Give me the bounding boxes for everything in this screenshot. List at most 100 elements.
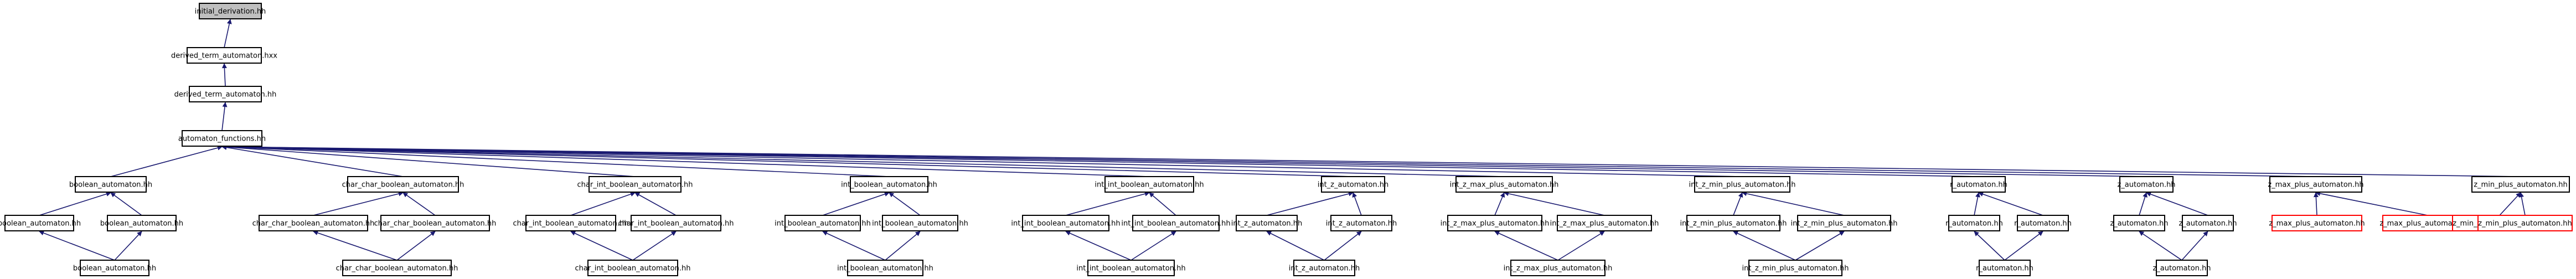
edge-ccb1-to-af	[221, 144, 404, 177]
node-z2[interactable]: z_automaton.hh	[2110, 215, 2169, 231]
edge-zmn3-to-zmn1	[2519, 192, 2526, 216]
edge-iz4-to-iz3	[1324, 231, 1362, 261]
node-cib3[interactable]: char_int_boolean_automaton.hh	[618, 215, 734, 231]
node-iib4[interactable]: int_int_boolean_automaton.hh	[1076, 260, 1186, 276]
node-ccb2[interactable]: char_char_boolean_automaton.hh	[252, 215, 375, 231]
node-label: r_automaton.hh	[1976, 265, 2033, 273]
node-dta_hxx[interactable]: derived_term_automaton.hxx	[171, 47, 277, 64]
node-label: char_char_boolean_automaton.hh	[342, 181, 464, 189]
node-izmn2[interactable]: int_z_min_plus_automaton.hh	[1680, 215, 1787, 231]
node-b4[interactable]: boolean_automaton.hh	[73, 260, 156, 276]
node-b3[interactable]: boolean_automaton.hh	[100, 215, 183, 231]
node-box	[4, 215, 74, 231]
node-r2[interactable]: r_automaton.hh	[1945, 215, 2003, 231]
node-ib3[interactable]: int_boolean_automaton.hh	[872, 215, 968, 231]
node-box	[187, 47, 262, 64]
node-label: int_z_min_plus_automaton.hh	[1680, 220, 1787, 228]
edge-cib1-to-af	[221, 144, 636, 177]
node-r1[interactable]: r_automaton.hh	[1950, 176, 2007, 193]
node-r3[interactable]: r_automaton.hh	[2014, 215, 2072, 231]
node-label: automaton_functions.hh	[178, 135, 266, 143]
node-label: derived_term_automaton.hh	[174, 91, 277, 99]
node-ccb3[interactable]: char_char_boolean_automaton.hh	[374, 215, 497, 231]
node-box	[784, 215, 861, 231]
node-dta_hh[interactable]: derived_term_automaton.hh	[174, 86, 277, 102]
node-iib1[interactable]: int_int_boolean_automaton.hh	[1095, 176, 1204, 193]
node-izmx1[interactable]: int_z_max_plus_automaton.hh	[1450, 176, 1559, 193]
node-label: int_z_max_plus_automaton.hh	[1504, 265, 1613, 273]
node-z3[interactable]: z_automaton.hh	[2178, 215, 2237, 231]
node-z1[interactable]: z_automaton.hh	[2117, 176, 2176, 193]
node-box	[882, 215, 958, 231]
edge-b2-to-b1	[39, 192, 111, 216]
node-box	[1022, 215, 1109, 231]
node-cib4[interactable]: char_int_boolean_automaton.hh	[575, 260, 691, 276]
node-izmx4[interactable]: int_z_max_plus_automaton.hh	[1504, 260, 1613, 276]
node-ib2[interactable]: int_boolean_automaton.hh	[775, 215, 871, 231]
node-izmx2[interactable]: int_z_max_plus_automaton.hh	[1441, 215, 1550, 231]
node-label: boolean_automaton.hh	[100, 220, 183, 228]
node-iz4[interactable]: int_z_automaton.hh	[1289, 260, 1360, 276]
node-box	[189, 86, 262, 102]
node-label: int_z_min_plus_automaton.hh	[1689, 181, 1796, 189]
edge-ccb3-to-ccb1	[402, 192, 436, 216]
node-label: int_z_max_plus_automaton.hh	[1441, 220, 1550, 228]
edge-zmn1-to-af	[221, 144, 2521, 177]
node-label: int_z_max_plus_automaton.hh	[1450, 181, 1559, 189]
node-box	[1236, 215, 1298, 231]
node-label: char_int_boolean_automaton.hh	[577, 181, 693, 189]
node-b1[interactable]: boolean_automaton.hh	[69, 176, 152, 193]
node-layer: initial_derivation.hh derived_term_automa…	[0, 3, 2573, 276]
node-box	[2272, 215, 2362, 231]
node-label: int_z_automaton.hh	[1231, 220, 1303, 228]
node-ib4[interactable]: int_boolean_automaton.hh	[837, 260, 933, 276]
node-izmn3[interactable]: int_z_min_plus_automaton.hh	[1791, 215, 1898, 231]
node-r4[interactable]: r_automaton.hh	[1976, 260, 2033, 276]
edge-izmx1-to-af	[221, 144, 1505, 177]
node-zmn3[interactable]: z_min_plus_automaton.hh	[2477, 215, 2573, 231]
node-label: z_automaton.hh	[2117, 181, 2175, 189]
node-cib2[interactable]: char_int_boolean_automaton.hh	[513, 215, 629, 231]
edge-cib4-to-cib3	[632, 231, 677, 261]
edge-iib3-to-iib1	[1149, 192, 1176, 216]
edge-ib4-to-ib2	[822, 231, 886, 261]
edge-z2-to-z1	[2139, 192, 2147, 216]
node-box	[1330, 215, 1392, 231]
node-box	[631, 215, 721, 231]
node-zmx2[interactable]: z_max_plus_automaton.hh	[2269, 215, 2365, 231]
node-zmx1[interactable]: z_max_plus_automaton.hh	[2268, 176, 2364, 193]
node-label: int_int_boolean_automaton.hh	[1076, 265, 1185, 273]
node-box	[1952, 176, 2006, 193]
edge-izmn4-to-izmn2	[1733, 231, 1796, 261]
node-iz2[interactable]: int_z_automaton.hh	[1231, 215, 1303, 231]
node-b2[interactable]: boolean_automaton.hh	[0, 215, 81, 231]
node-box	[107, 215, 177, 231]
node-label: int_z_automaton.hh	[1326, 220, 1397, 228]
node-zmn1[interactable]: z_min_plus_automaton.hh	[2471, 176, 2570, 193]
node-ccb4[interactable]: char_char_boolean_automaton.hh	[336, 260, 458, 276]
node-cib1[interactable]: char_int_boolean_automaton.hh	[577, 176, 693, 193]
node-iib3[interactable]: int_int_boolean_automaton.hh	[1121, 215, 1231, 231]
node-box	[847, 260, 923, 276]
edge-ib3-to-ib1	[889, 192, 921, 216]
node-label: z_max_plus_automaton.hh	[2268, 181, 2363, 189]
node-root[interactable]: initial_derivation.hh	[195, 3, 266, 19]
node-ccb1[interactable]: char_char_boolean_automaton.hh	[342, 176, 464, 193]
node-iz1[interactable]: int_z_automaton.hh	[1318, 176, 1389, 193]
node-af[interactable]: automaton_functions.hh	[178, 130, 266, 147]
edge-iib1-to-af	[221, 144, 1150, 177]
node-izmn1[interactable]: int_z_min_plus_automaton.hh	[1689, 176, 1796, 193]
node-izmx3[interactable]: int_z_max_plus_automaton.hh	[1550, 215, 1659, 231]
node-label: initial_derivation.hh	[195, 8, 266, 16]
node-ib1[interactable]: int_boolean_automaton.hh	[841, 176, 937, 193]
node-box	[1979, 260, 2031, 276]
node-iib2[interactable]: int_int_boolean_automaton.hh	[1011, 215, 1121, 231]
node-box	[2119, 176, 2174, 193]
node-label: int_int_boolean_automaton.hh	[1095, 181, 1204, 189]
edge-iz2-to-iz1	[1266, 191, 1354, 216]
node-iz3[interactable]: int_z_automaton.hh	[1326, 215, 1397, 231]
node-z4[interactable]: z_automaton.hh	[2152, 260, 2211, 276]
edge-izmx2-to-izmx1	[1494, 192, 1505, 216]
node-izmn4[interactable]: int_z_min_plus_automaton.hh	[1742, 260, 1849, 276]
edge-izmx4-to-izmx2	[1494, 231, 1558, 261]
